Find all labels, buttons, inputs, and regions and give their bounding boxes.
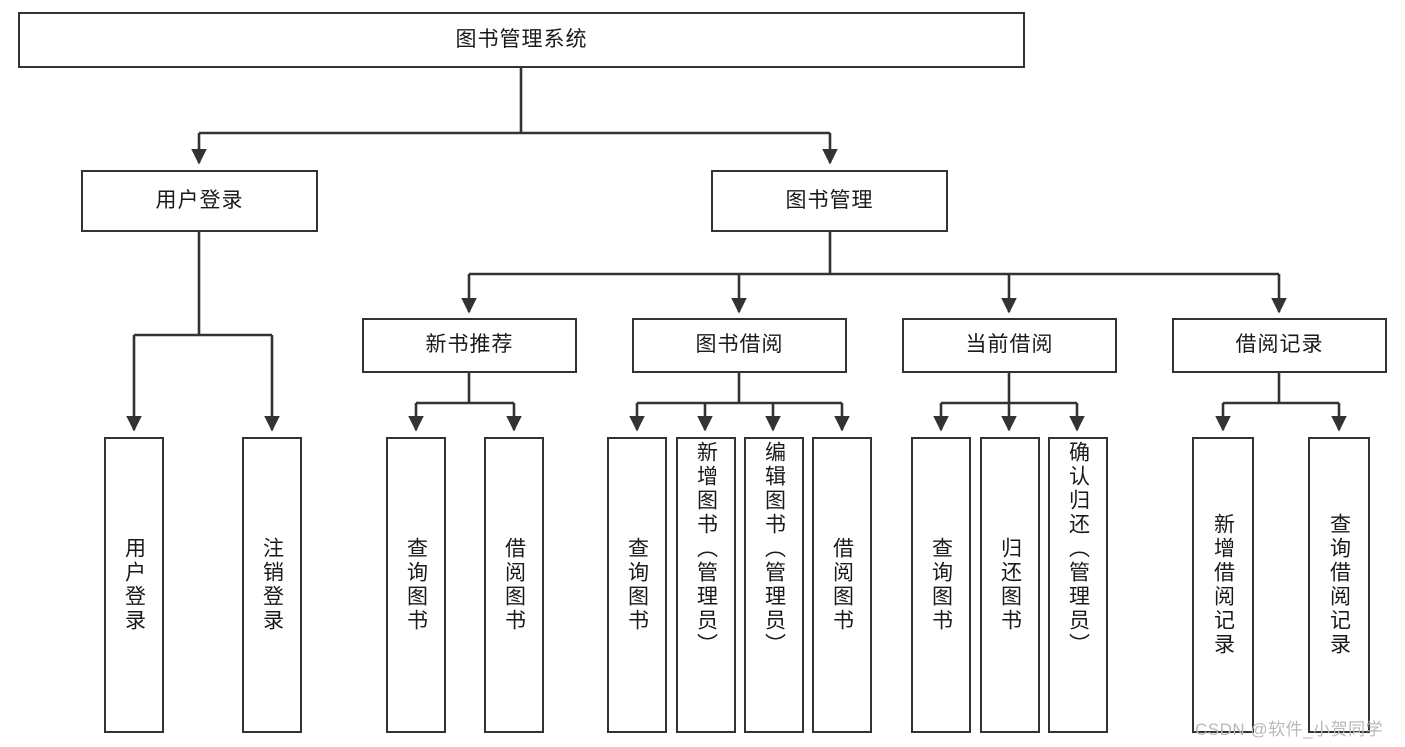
- leaf-edit-book-label: 编辑图书（管理员）: [762, 441, 786, 657]
- leaf-query-book-2[interactable]: 查询图书: [607, 437, 667, 733]
- node-borrow-record-label: 借阅记录: [1235, 333, 1324, 357]
- node-current-borrow[interactable]: 当前借阅: [902, 318, 1117, 373]
- node-root[interactable]: 图书管理系统: [18, 12, 1025, 68]
- leaf-logout-login[interactable]: 注销登录: [242, 437, 302, 733]
- leaf-query-book-1-label: 查询图书: [404, 537, 428, 633]
- leaf-borrow-book-2[interactable]: 借阅图书: [812, 437, 872, 733]
- leaf-add-book-label: 新增图书（管理员）: [694, 441, 718, 657]
- node-root-label: 图书管理系统: [455, 27, 588, 51]
- leaf-confirm-return-label: 确认归还（管理员）: [1066, 441, 1090, 657]
- leaf-add-book[interactable]: 新增图书（管理员）: [676, 437, 736, 733]
- node-new-book-recommend-label: 新书推荐: [425, 333, 514, 357]
- leaf-query-book-2-label: 查询图书: [625, 537, 649, 633]
- node-borrow-record[interactable]: 借阅记录: [1172, 318, 1387, 373]
- leaf-borrow-book-2-label: 借阅图书: [830, 537, 854, 633]
- node-book-manage-label: 图书管理: [785, 188, 874, 212]
- leaf-query-book-3-label: 查询图书: [929, 537, 953, 633]
- node-user-login[interactable]: 用户登录: [81, 170, 318, 232]
- leaf-query-book-1[interactable]: 查询图书: [386, 437, 446, 733]
- leaf-query-record-label: 查询借阅记录: [1327, 513, 1351, 657]
- leaf-query-record[interactable]: 查询借阅记录: [1308, 437, 1370, 733]
- node-user-login-label: 用户登录: [155, 188, 244, 212]
- node-book-borrow-label: 图书借阅: [695, 333, 784, 357]
- leaf-user-login[interactable]: 用户登录: [104, 437, 164, 733]
- leaf-borrow-book-1-label: 借阅图书: [502, 537, 526, 633]
- leaf-borrow-book-1[interactable]: 借阅图书: [484, 437, 544, 733]
- node-book-borrow[interactable]: 图书借阅: [632, 318, 847, 373]
- leaf-query-book-3[interactable]: 查询图书: [911, 437, 971, 733]
- leaf-add-record-label: 新增借阅记录: [1211, 513, 1235, 657]
- leaf-return-book-label: 归还图书: [998, 537, 1022, 633]
- leaf-return-book[interactable]: 归还图书: [980, 437, 1040, 733]
- leaf-edit-book[interactable]: 编辑图书（管理员）: [744, 437, 804, 733]
- node-current-borrow-label: 当前借阅: [965, 333, 1054, 357]
- watermark-text: CSDN @软件_小贺同学: [1195, 720, 1384, 739]
- node-book-manage[interactable]: 图书管理: [711, 170, 948, 232]
- leaf-logout-login-label: 注销登录: [260, 537, 284, 633]
- node-new-book-recommend[interactable]: 新书推荐: [362, 318, 577, 373]
- leaf-confirm-return[interactable]: 确认归还（管理员）: [1048, 437, 1108, 733]
- leaf-user-login-label: 用户登录: [122, 537, 146, 633]
- leaf-add-record[interactable]: 新增借阅记录: [1192, 437, 1254, 733]
